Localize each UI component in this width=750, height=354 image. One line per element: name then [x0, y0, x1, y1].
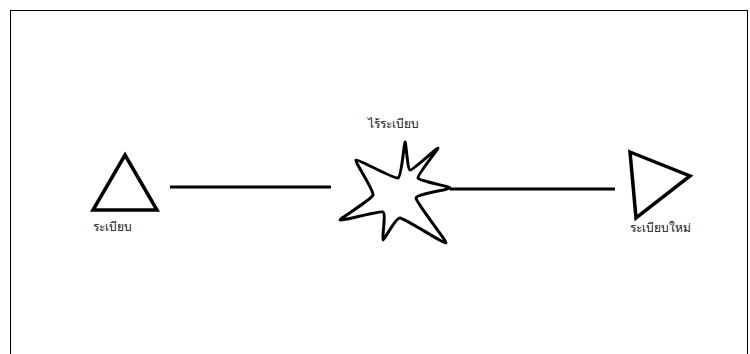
order-triangle: ระเบียบ: [90, 152, 160, 212]
chaos-shape: ไร้ระเบียบ: [338, 140, 452, 245]
shape-outline: [90, 152, 160, 212]
outline-path: [93, 155, 157, 210]
outline-path: [630, 152, 690, 218]
node-label: ระเบียบ: [93, 220, 132, 234]
connector-line: [450, 188, 615, 191]
outline-path: [340, 142, 450, 243]
node-label-wrap: ระเบียบ: [93, 216, 132, 235]
order-triangle: ระเบียบใหม่: [628, 150, 692, 220]
shape-outline: [628, 150, 692, 220]
node-label: ไร้ระเบียบ: [368, 117, 419, 131]
node-label-wrap: ระเบียบใหม่: [630, 217, 691, 236]
node-label-wrap: ไร้ระเบียบ: [368, 113, 419, 132]
node-label: ระเบียบใหม่: [630, 221, 691, 235]
frame-border: [11, 11, 748, 354]
connector-line: [170, 186, 331, 189]
shape-outline: [338, 140, 452, 245]
